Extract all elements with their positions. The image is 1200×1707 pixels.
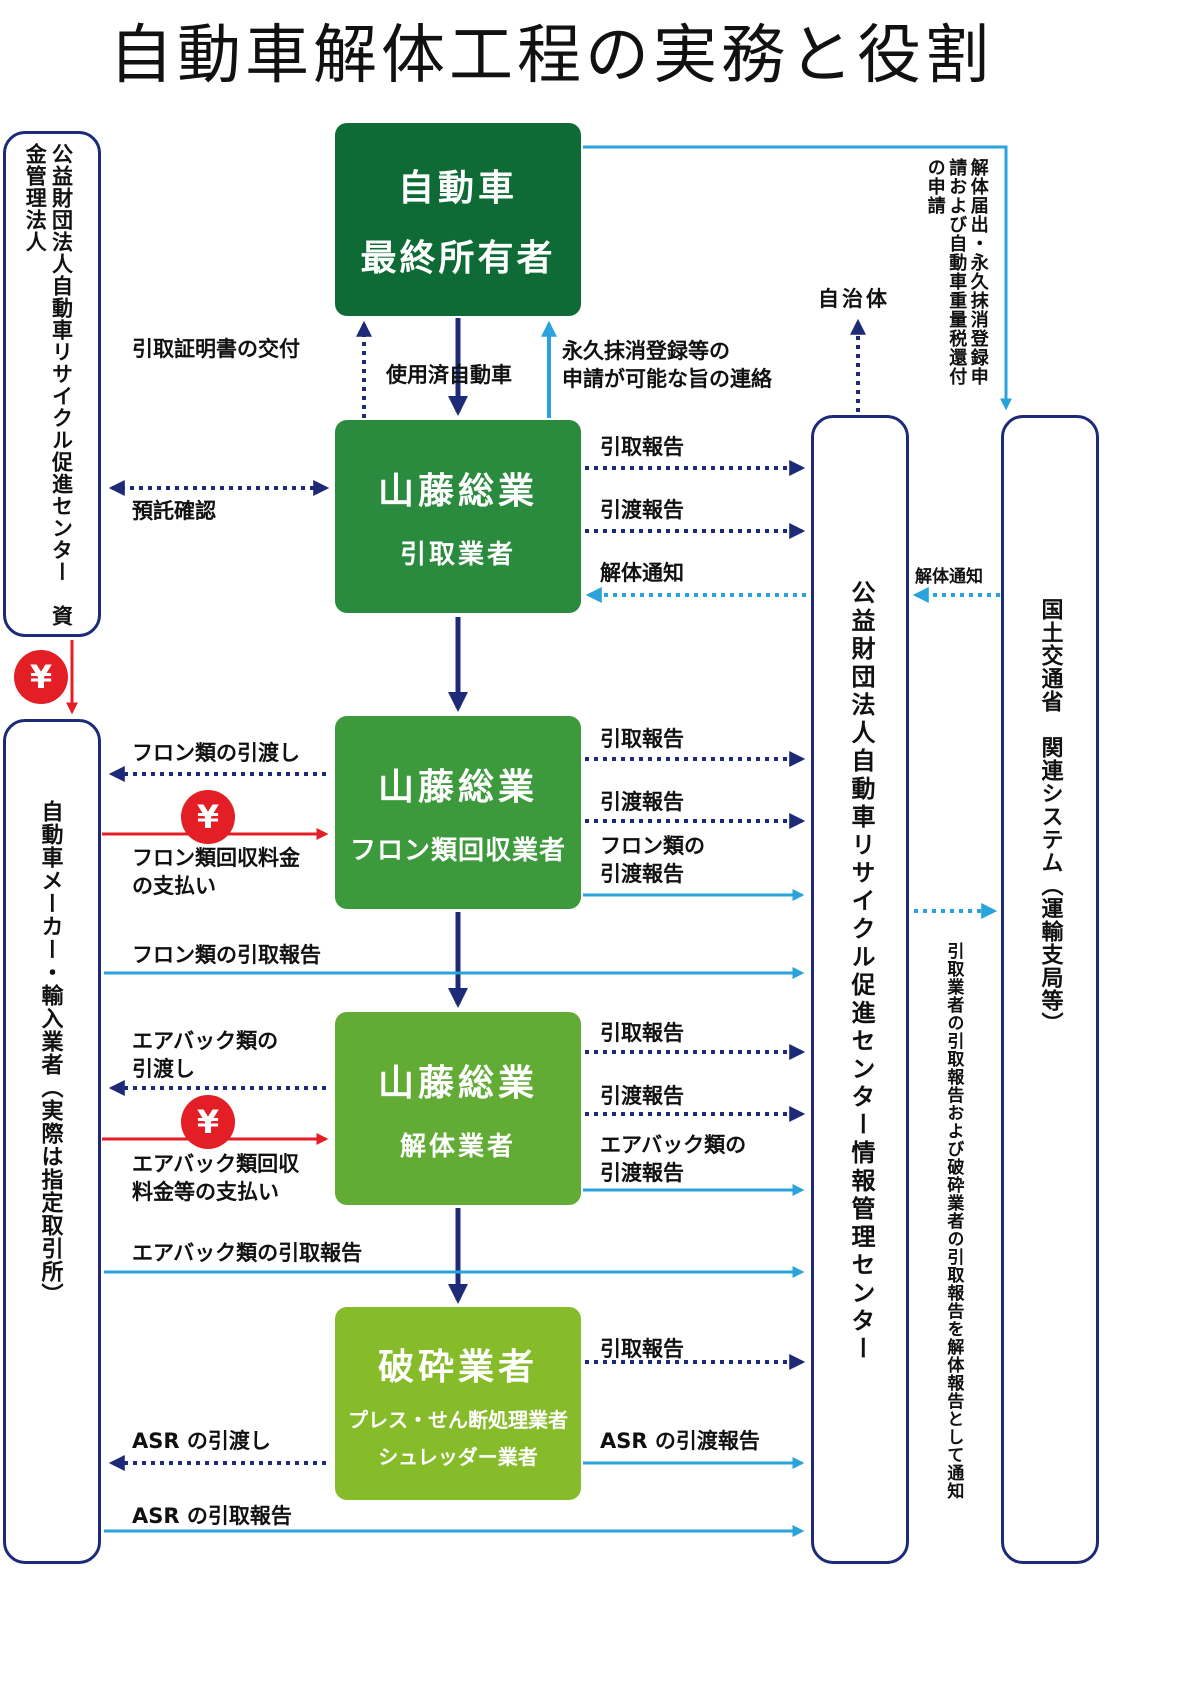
automaker-importer-label: 自動車メーカー・輸入業者（実際は指定取引所） bbox=[37, 800, 63, 1306]
info-management-center-label: 公益財団法人自動車リサイクル促進センター情報管理センター bbox=[847, 580, 875, 1364]
shredder-type-press: プレス・せん断処理業者 bbox=[348, 1407, 568, 1432]
mlit-system bbox=[1001, 415, 1099, 1564]
page-title: 自動車解体工程の実務と役割 bbox=[109, 19, 993, 93]
freon-recovery-box: 山藤総業 フロン類回収業者 bbox=[335, 716, 581, 909]
mlit-system-label: 国土交通省 関連システム（運輸支局等） bbox=[1037, 598, 1063, 1035]
pickup-report-label: 引取報告 bbox=[600, 1021, 684, 1045]
info-management-center bbox=[811, 415, 909, 1564]
owner-title: 自動車 bbox=[397, 167, 518, 209]
freon-company: 山藤総業 bbox=[377, 767, 538, 808]
pickup-report-label: 引取報告 bbox=[600, 1337, 684, 1361]
transfer-report-label: 引渡報告 bbox=[600, 498, 684, 522]
notify-side-label: 引取業者の引取報告および破砕業者の引取報告を解体報告として通知 bbox=[943, 942, 964, 1500]
diagram-canvas: 自動車解体工程の実務と役割 公益財団法人自動車リサイクル促進センター 資金管理法… bbox=[3, 19, 1099, 1564]
airbag-handover-label-1: エアバック類の bbox=[132, 1029, 279, 1053]
collector-company: 山藤総業 bbox=[377, 471, 538, 512]
collector-role: 引取業者 bbox=[399, 540, 516, 570]
shredder-type-shredder: シュレッダー業者 bbox=[378, 1444, 538, 1469]
freon-pickup-label: フロン類の引取報告 bbox=[132, 943, 321, 967]
yen-icon: ¥ bbox=[14, 650, 68, 704]
airbag-transfer-label-1: エアバック類の bbox=[600, 1133, 747, 1157]
airbag-pickup-label: エアバック類の引取報告 bbox=[132, 1241, 363, 1265]
transfer-report-label: 引渡報告 bbox=[600, 790, 684, 814]
mlit-apply-arrow bbox=[583, 145, 1012, 411]
airbag-fee-label-1: エアバック類回収 bbox=[132, 1152, 300, 1176]
yen-icon: ¥ bbox=[181, 1095, 235, 1149]
automaker-importer bbox=[3, 719, 101, 1564]
dismantle-notice-label: 解体通知 bbox=[600, 561, 684, 585]
freon-fee-label-2: の支払い bbox=[132, 874, 216, 898]
freon-transfer-label-2: 引渡報告 bbox=[600, 862, 684, 886]
transfer-report-label: 引渡報告 bbox=[600, 1084, 684, 1108]
fund-management-center bbox=[3, 131, 101, 637]
flow-arrows bbox=[66, 145, 1012, 1537]
collector-box: 山藤総業 引取業者 bbox=[335, 420, 581, 613]
asr-handover-label: ASR の引渡し bbox=[132, 1429, 271, 1453]
owner-box: 自動車 最終所有者 bbox=[335, 123, 581, 316]
pickup-report-label: 引取報告 bbox=[600, 435, 684, 459]
deregister-label-1: 永久抹消登録等の bbox=[562, 339, 730, 363]
dismantler-company: 山藤総業 bbox=[377, 1063, 538, 1104]
freon-transfer-label-1: フロン類の bbox=[600, 834, 705, 858]
freon-fee-label-1: フロン類回収料金 bbox=[132, 846, 300, 870]
deregister-label-2: 申請が可能な旨の連絡 bbox=[562, 367, 772, 391]
deposit-check-label: 預託確認 bbox=[132, 499, 216, 523]
used-car-label: 使用済自動車 bbox=[386, 363, 512, 387]
shredder-box: 破砕業者 プレス・せん断処理業者 シュレッダー業者 bbox=[335, 1307, 581, 1500]
certificate-label: 引取証明書の交付 bbox=[132, 337, 300, 361]
freon-role: フロン類回収業者 bbox=[349, 836, 566, 866]
dismantler-role: 解体業者 bbox=[399, 1132, 516, 1162]
mlit-apply-label: 解体届出・永久抹消登録申請および自動車重量税還付の申請 bbox=[924, 158, 989, 386]
yen-icon: ¥ bbox=[181, 790, 235, 844]
airbag-fee-label-2: 料金等の支払い bbox=[132, 1180, 279, 1204]
fund-management-center-label: 公益財団法人自動車リサイクル促進センター 資金管理法人 bbox=[23, 143, 74, 627]
airbag-transfer-label-2: 引渡報告 bbox=[600, 1161, 684, 1185]
shredder-title: 破砕業者 bbox=[377, 1346, 538, 1388]
asr-pickup-label: ASR の引取報告 bbox=[132, 1504, 292, 1528]
pickup-report-label: 引取報告 bbox=[600, 727, 684, 751]
airbag-handover-label-2: 引渡し bbox=[132, 1057, 195, 1081]
asr-transfer-label: ASR の引渡報告 bbox=[600, 1429, 760, 1453]
dismantle-notice-mlit-label: 解体通知 bbox=[915, 567, 983, 587]
municipality-label: 自治体 bbox=[818, 287, 890, 311]
freon-handover-label: フロン類の引渡し bbox=[132, 741, 300, 765]
dismantler-box: 山藤総業 解体業者 bbox=[335, 1012, 581, 1205]
owner-role: 最終所有者 bbox=[360, 237, 556, 279]
